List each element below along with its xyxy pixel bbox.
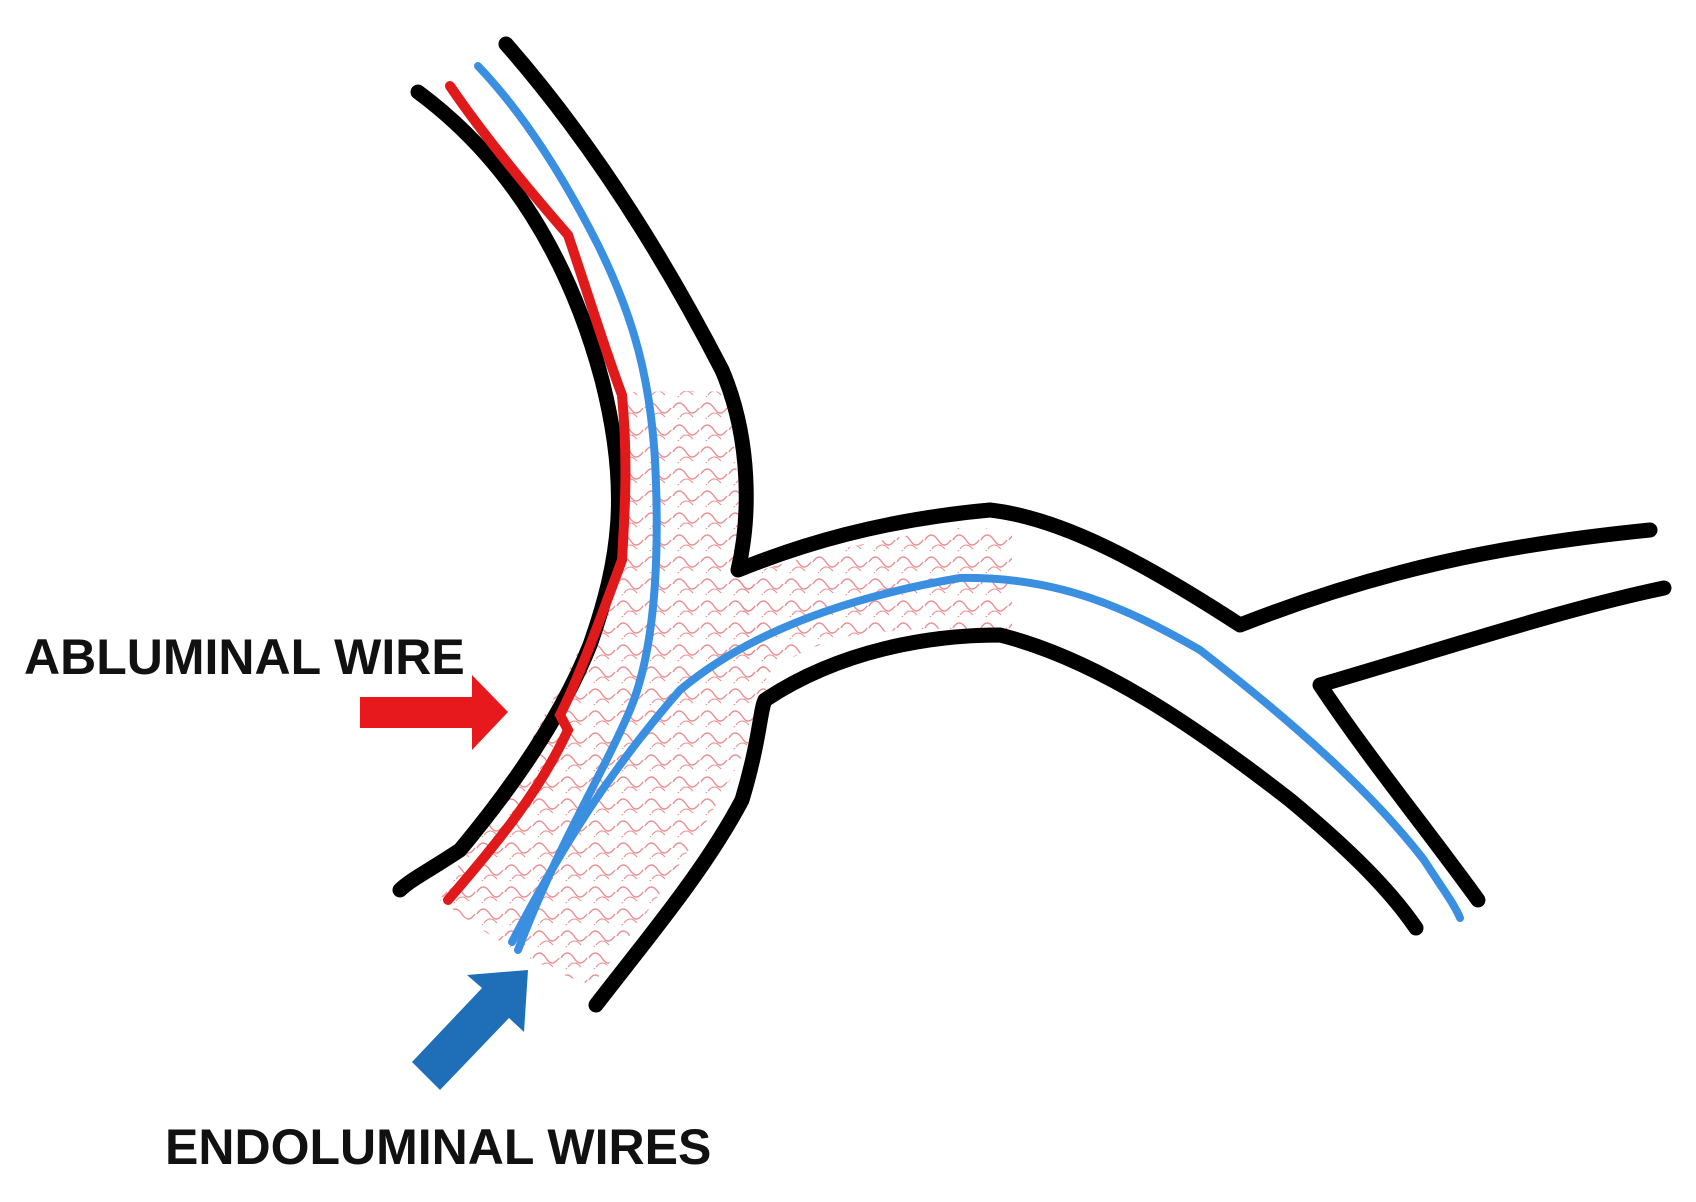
stent-mesh-branch [738,527,1012,690]
abluminal-wire [443,81,631,905]
abluminal-wire-label: ABLUMINAL WIRE [24,629,465,685]
endoluminal-arrow-icon [412,970,528,1090]
vessel-walls [392,36,1672,1013]
endoluminal-wires [474,62,1464,954]
stent-mesh-main [440,391,767,986]
vessel-wall-left [392,84,627,898]
endoluminal-wires-label: ENDOLUMINAL WIRES [165,1119,711,1175]
endoluminal-wire-vessel [474,62,661,954]
vessel-wall-lower [588,627,1424,1013]
vessel-wall-inner-fork [1312,580,1672,908]
endoluminal-wire-branch [508,573,1464,946]
abluminal-arrow-icon [360,675,508,750]
vessel-wall-upper-right [498,36,1658,633]
